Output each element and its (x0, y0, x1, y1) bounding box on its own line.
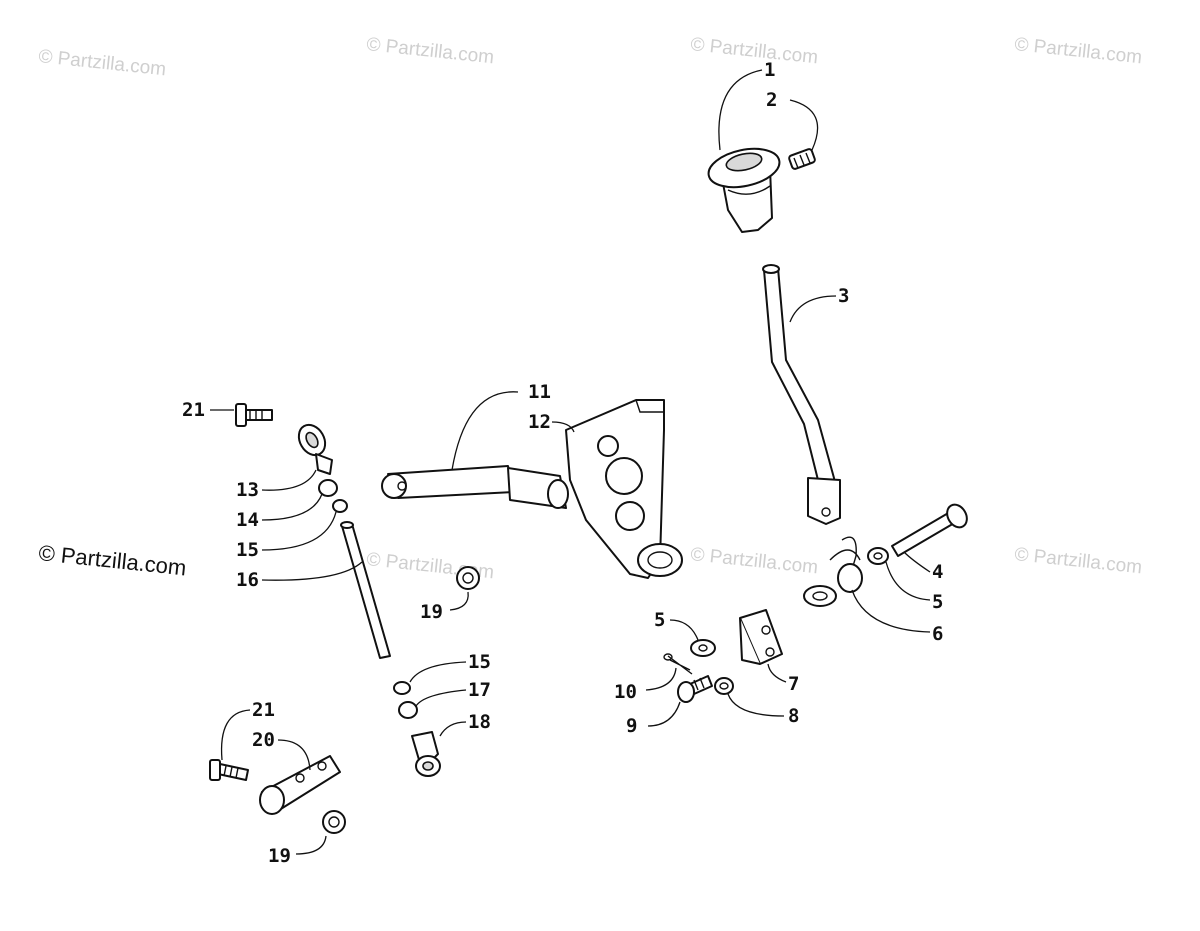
callout-1: 1 (764, 59, 775, 81)
leader-line (851, 589, 931, 633)
callout-7: 7 (788, 673, 799, 695)
callout-16: 16 (236, 569, 259, 591)
bolt (209, 759, 249, 781)
callout-17: 17 (468, 679, 491, 701)
leader-line (449, 591, 469, 611)
watermark: © Partzilla.com (365, 34, 495, 68)
leader-line (718, 69, 763, 151)
bolt (677, 675, 713, 703)
jam-nut (398, 701, 418, 719)
callout-13: 13 (236, 479, 259, 501)
torsion-spring (803, 536, 863, 607)
callout-12: 12 (528, 411, 551, 433)
callout-3: 3 (838, 285, 849, 307)
washer (393, 681, 411, 695)
watermark: © Partzilla.com (1013, 34, 1143, 68)
callout-14: 14 (236, 509, 259, 531)
callout-19: 19 (420, 601, 443, 623)
callout-10: 10 (614, 681, 637, 703)
callout-2: 2 (766, 89, 777, 111)
leader-line (451, 391, 519, 471)
set-screw (788, 148, 816, 170)
watermark: © Partzilla.com (37, 46, 167, 80)
leader-line (727, 693, 785, 717)
cotter-pin (663, 653, 693, 675)
washer (332, 499, 348, 513)
lock-nut (456, 566, 480, 590)
leader-line (885, 561, 931, 601)
washer (690, 639, 716, 657)
shift-knob (707, 147, 781, 233)
watermark: © Partzilla.com (37, 540, 187, 580)
leader-line (220, 709, 251, 761)
leader-line (277, 739, 311, 771)
mounting-bracket (565, 399, 683, 579)
callout-5: 5 (932, 591, 943, 613)
callout-18: 18 (468, 711, 491, 733)
callout-4: 4 (932, 561, 943, 583)
pivot-bolt (891, 503, 968, 557)
washer (867, 547, 889, 565)
leader-line (647, 701, 681, 727)
rod-end (297, 423, 333, 475)
callout-15: 15 (468, 651, 491, 673)
link-rod (340, 521, 391, 659)
callout-21: 21 (182, 399, 205, 421)
shift-lever (762, 264, 841, 525)
watermark: © Partzilla.com (689, 34, 819, 68)
callout-6: 6 (932, 623, 943, 645)
watermark: © Partzilla.com (1013, 544, 1143, 578)
callout-11: 11 (528, 381, 551, 403)
watermark: © Partzilla.com (689, 544, 819, 578)
leader-line (261, 561, 363, 581)
bolt (235, 403, 273, 427)
nut (714, 677, 734, 695)
callout-20: 20 (252, 729, 275, 751)
callout-15: 15 (236, 539, 259, 561)
shift-arm (381, 465, 569, 509)
leader-line (415, 689, 467, 707)
leader-line (551, 421, 575, 433)
callout-19: 19 (268, 845, 291, 867)
link-arm (259, 755, 341, 815)
leader-line (439, 721, 467, 737)
leader-line (261, 493, 323, 521)
leader-line (409, 661, 467, 683)
callout-9: 9 (626, 715, 637, 737)
leader-line (767, 663, 787, 683)
leader-line (261, 511, 337, 551)
callout-5: 5 (654, 609, 665, 631)
leader-line (789, 99, 819, 151)
leader-line (789, 295, 837, 323)
leader-line (669, 619, 699, 641)
clevis-block (739, 609, 783, 665)
leader-line (295, 835, 327, 855)
callout-8: 8 (788, 705, 799, 727)
lock-nut (322, 810, 346, 834)
leader-line (903, 551, 931, 573)
leader-line (261, 469, 317, 491)
jam-nut (318, 479, 338, 497)
leader-line (645, 667, 677, 691)
rod-end (411, 731, 441, 777)
callout-21: 21 (252, 699, 275, 721)
